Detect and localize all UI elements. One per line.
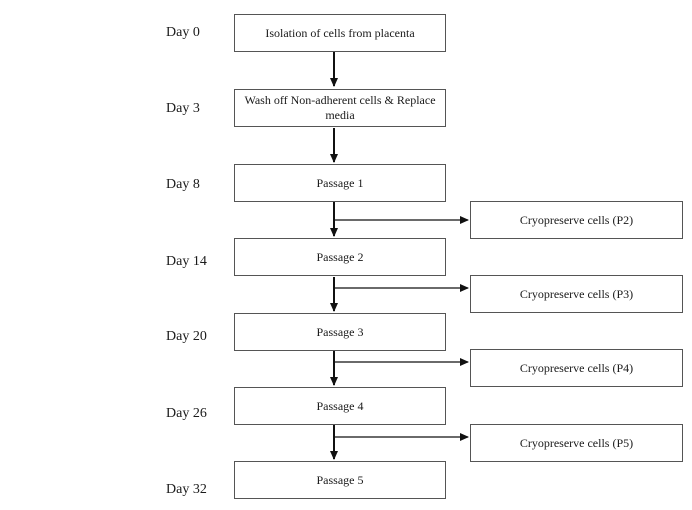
cryo-box-p4: Cryopreserve cells (P4) — [470, 349, 683, 387]
step-box-passage-2: Passage 2 — [234, 238, 446, 276]
step-label-passage-4: Passage 4 — [316, 398, 364, 413]
step-box-passage-5: Passage 5 — [234, 461, 446, 499]
day-label-0: Day 0 — [166, 25, 200, 40]
cryo-label-p3: Cryopreserve cells (P3) — [519, 286, 634, 301]
step-label-passage-1: Passage 1 — [316, 175, 364, 190]
cryo-label-p4: Cryopreserve cells (P4) — [519, 360, 634, 375]
step-box-passage-3: Passage 3 — [234, 313, 446, 351]
day-label-3: Day 14 — [166, 254, 207, 269]
step-box-passage-4: Passage 4 — [234, 387, 446, 425]
cryo-box-p5: Cryopreserve cells (P5) — [470, 424, 683, 462]
cryo-box-p2: Cryopreserve cells (P2) — [470, 201, 683, 239]
step-box-isolation: Isolation of cells from placenta — [234, 14, 446, 52]
day-label-5: Day 26 — [166, 406, 207, 421]
day-label-6: Day 32 — [166, 482, 207, 497]
day-label-4: Day 20 — [166, 329, 207, 344]
step-label-passage-3: Passage 3 — [316, 324, 364, 339]
step-label-isolation: Isolation of cells from placenta — [265, 25, 415, 40]
step-label-passage-5: Passage 5 — [316, 472, 364, 487]
step-box-wash: Wash off Non-adherent cells & Replace me… — [234, 89, 446, 127]
cryo-label-p2: Cryopreserve cells (P2) — [519, 212, 634, 227]
day-label-1: Day 3 — [166, 101, 200, 116]
cryo-box-p3: Cryopreserve cells (P3) — [470, 275, 683, 313]
step-box-passage-1: Passage 1 — [234, 164, 446, 202]
step-label-wash: Wash off Non-adherent cells & Replace me… — [244, 93, 436, 122]
day-label-2: Day 8 — [166, 177, 200, 192]
cryo-label-p5: Cryopreserve cells (P5) — [519, 435, 634, 450]
step-label-passage-2: Passage 2 — [316, 249, 364, 264]
